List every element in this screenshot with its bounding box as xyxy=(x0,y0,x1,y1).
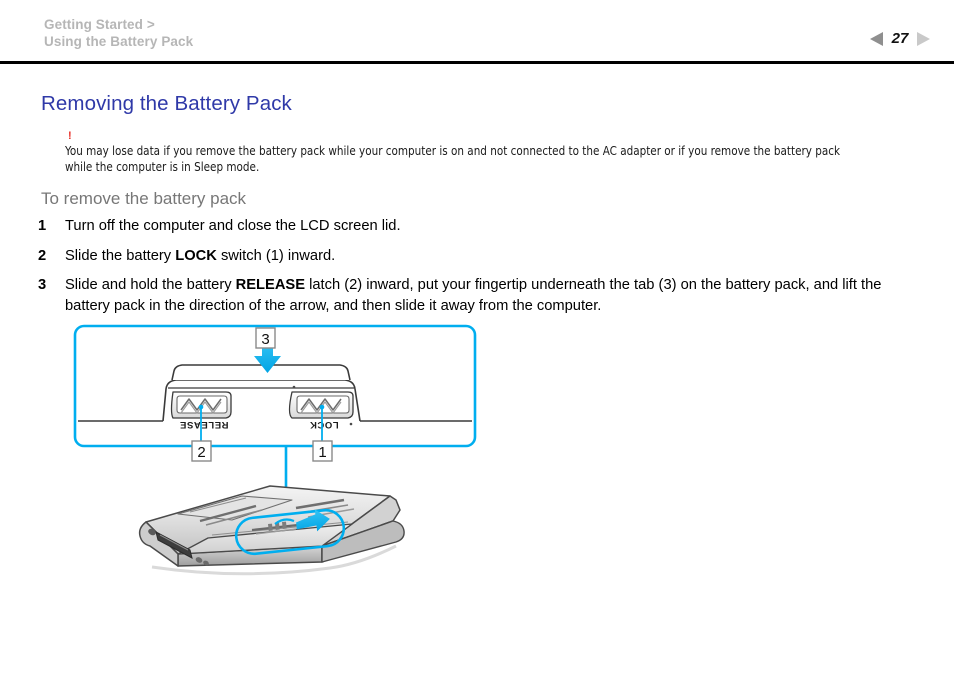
port-small-2 xyxy=(203,560,209,566)
step-number: 3 xyxy=(38,277,47,293)
slide-arrow-tail xyxy=(274,518,295,525)
callout-1-dot xyxy=(319,404,325,410)
battery-edge-detail: RELEASE LOCK xyxy=(78,364,472,430)
list-item: 3 Slide and hold the battery RELEASE lat… xyxy=(38,275,928,317)
laptop-bottom-view xyxy=(138,485,405,576)
step-text-pre: Turn off the computer and close the LCD … xyxy=(65,218,401,234)
page-title: Removing the Battery Pack xyxy=(41,92,292,115)
port-round xyxy=(148,528,156,536)
lock-glyph-icon xyxy=(292,385,296,389)
breadcrumb-line-1: Getting Started > xyxy=(44,17,155,32)
instruction-steps: 1 Turn off the computer and close the LC… xyxy=(38,216,928,326)
highlight-oval xyxy=(234,508,346,556)
port-connector xyxy=(155,531,193,559)
lock-glyph-icon-2 xyxy=(349,422,353,426)
triangle-left-icon[interactable] xyxy=(870,31,883,46)
step-text-pre: Slide the battery xyxy=(65,247,176,264)
callout-2-dot xyxy=(198,404,204,410)
list-item: 2 Slide the battery LOCK switch (1) inwa… xyxy=(38,246,928,267)
exclamation-icon: ! xyxy=(68,130,72,142)
slide-arrow-icon xyxy=(296,509,330,532)
lock-label: LOCK xyxy=(309,419,338,430)
highlight-region xyxy=(234,508,346,556)
callout-1-label: 1 xyxy=(318,444,326,461)
battery-removal-illustration: RELEASE LOCK 3 2 1 xyxy=(60,318,500,583)
callout-badge-3: 3 xyxy=(255,327,276,349)
step-text: Turn off the computer and close the LCD … xyxy=(65,216,928,237)
callout-badge-1: 1 xyxy=(312,440,333,462)
step-text-pre: Slide and hold the battery xyxy=(65,277,236,293)
callout-3-label: 3 xyxy=(261,331,269,348)
page-number: 27 xyxy=(891,30,909,47)
step-number: 2 xyxy=(38,247,47,264)
step-text-post: switch (1) inward. xyxy=(216,247,336,264)
warning-note: ! You may lose data if you remove the ba… xyxy=(65,131,915,175)
header-divider xyxy=(0,61,954,64)
page-navigation: 27 xyxy=(870,30,930,47)
step-text: Slide the battery LOCK switch (1) inward… xyxy=(65,246,928,267)
down-arrow-icon xyxy=(254,340,281,373)
step-text-emphasis: LOCK xyxy=(175,247,217,264)
warning-note-text: You may lose data if you remove the batt… xyxy=(65,143,841,174)
page-header: Getting Started > Using the Battery Pack… xyxy=(0,0,954,64)
release-label: RELEASE xyxy=(179,419,228,430)
battery-latch-strip xyxy=(251,523,299,532)
port-small xyxy=(195,557,203,563)
section-subheading: To remove the battery pack xyxy=(41,189,247,208)
list-item: 1 Turn off the computer and close the LC… xyxy=(38,216,928,237)
step-text-post: latch (2) inward, put your fingertip und… xyxy=(65,277,882,314)
step-text-emphasis: RELEASE xyxy=(235,277,306,293)
step-number: 1 xyxy=(38,218,47,234)
step-text: Slide and hold the battery RELEASE latch… xyxy=(65,275,928,317)
breadcrumb-line-2: Using the Battery Pack xyxy=(44,34,194,49)
breadcrumb: Getting Started > Using the Battery Pack xyxy=(44,16,193,50)
callout-2-label: 2 xyxy=(197,444,205,461)
callout-badge-2: 2 xyxy=(191,440,212,462)
triangle-right-icon[interactable] xyxy=(917,31,930,46)
